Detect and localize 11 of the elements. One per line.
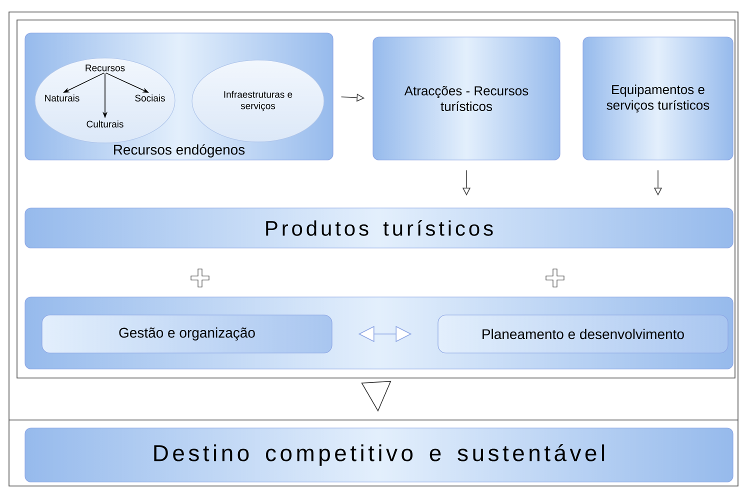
- banner-box: Produtos turísticos: [24, 208, 734, 248]
- panel-box: Equipamentos e serviços turísticos: [582, 36, 734, 160]
- frame-box: [16, 20, 736, 378]
- node-label: Recursos: [86, 64, 125, 72]
- rounded-box: Gestão e organização: [42, 314, 332, 354]
- node-label: Sociais: [135, 94, 165, 102]
- panel-box: Atracções - Recursos turísticos: [372, 36, 560, 160]
- banner-box: Destino competitivo e sustentável: [24, 428, 734, 482]
- node-label: Naturais: [45, 94, 80, 102]
- rounded-box: Planeamento e desenvolvimento: [438, 314, 728, 354]
- node-label: Culturais: [86, 120, 124, 128]
